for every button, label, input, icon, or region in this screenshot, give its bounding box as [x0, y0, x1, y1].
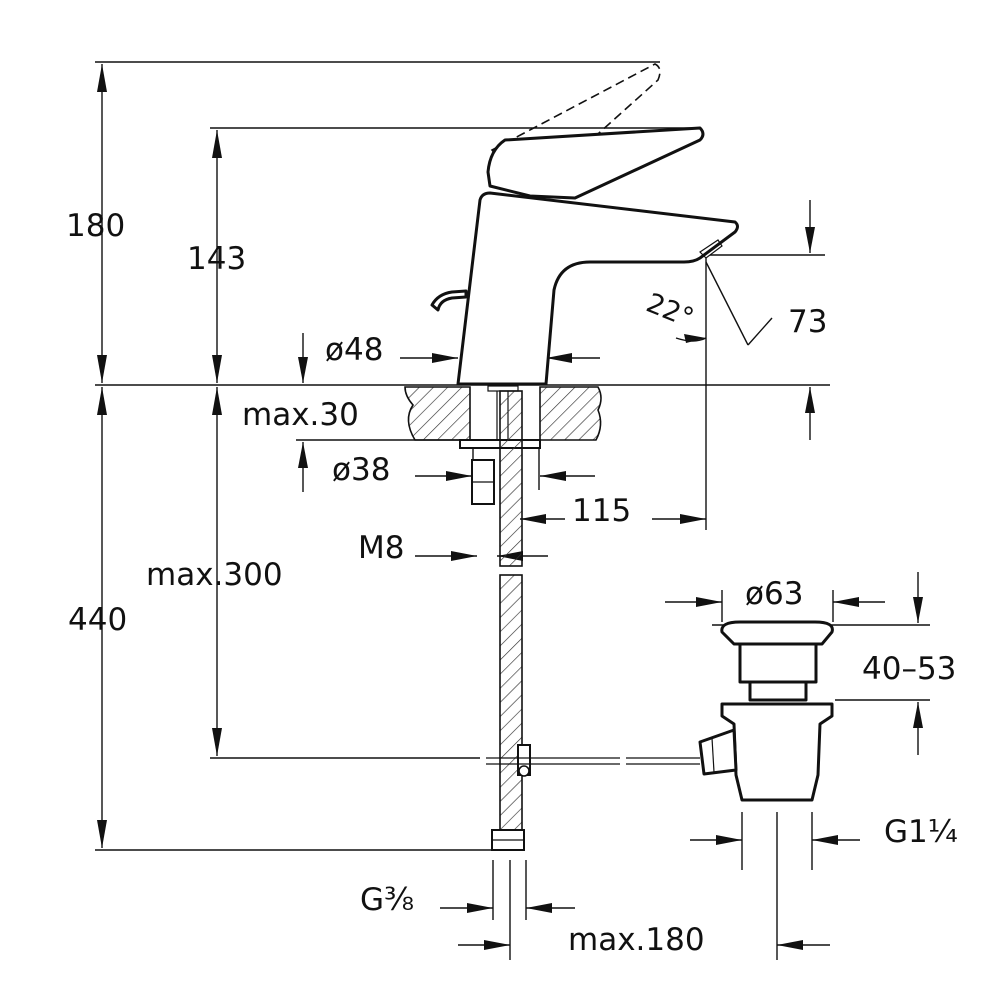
countertop-section	[404, 386, 602, 441]
label-dia-waste: ø63	[745, 576, 803, 612]
fixing-assembly	[459, 385, 700, 851]
label-waste-thread: G1¼	[884, 814, 958, 850]
label-dia-body: ø48	[325, 332, 383, 368]
label-h-spout: 143	[187, 241, 246, 277]
label-hose-thread: G⅜	[360, 882, 414, 918]
faucet-body	[430, 63, 739, 386]
label-angle: 22°	[642, 288, 698, 335]
label-waste-range: 40–53	[862, 651, 956, 687]
label-spout-drop: 73	[788, 304, 827, 340]
waste-assembly	[698, 620, 834, 802]
label-max-hose: max.300	[146, 557, 283, 593]
label-stud: M8	[358, 530, 404, 566]
label-dia-hole: ø38	[332, 452, 390, 488]
label-h-total: 180	[66, 208, 125, 244]
label-max-rod: max.180	[568, 922, 705, 958]
label-max-deck: max.30	[242, 397, 359, 433]
label-below-deck: 440	[68, 602, 127, 638]
label-projection: 115	[572, 493, 631, 529]
